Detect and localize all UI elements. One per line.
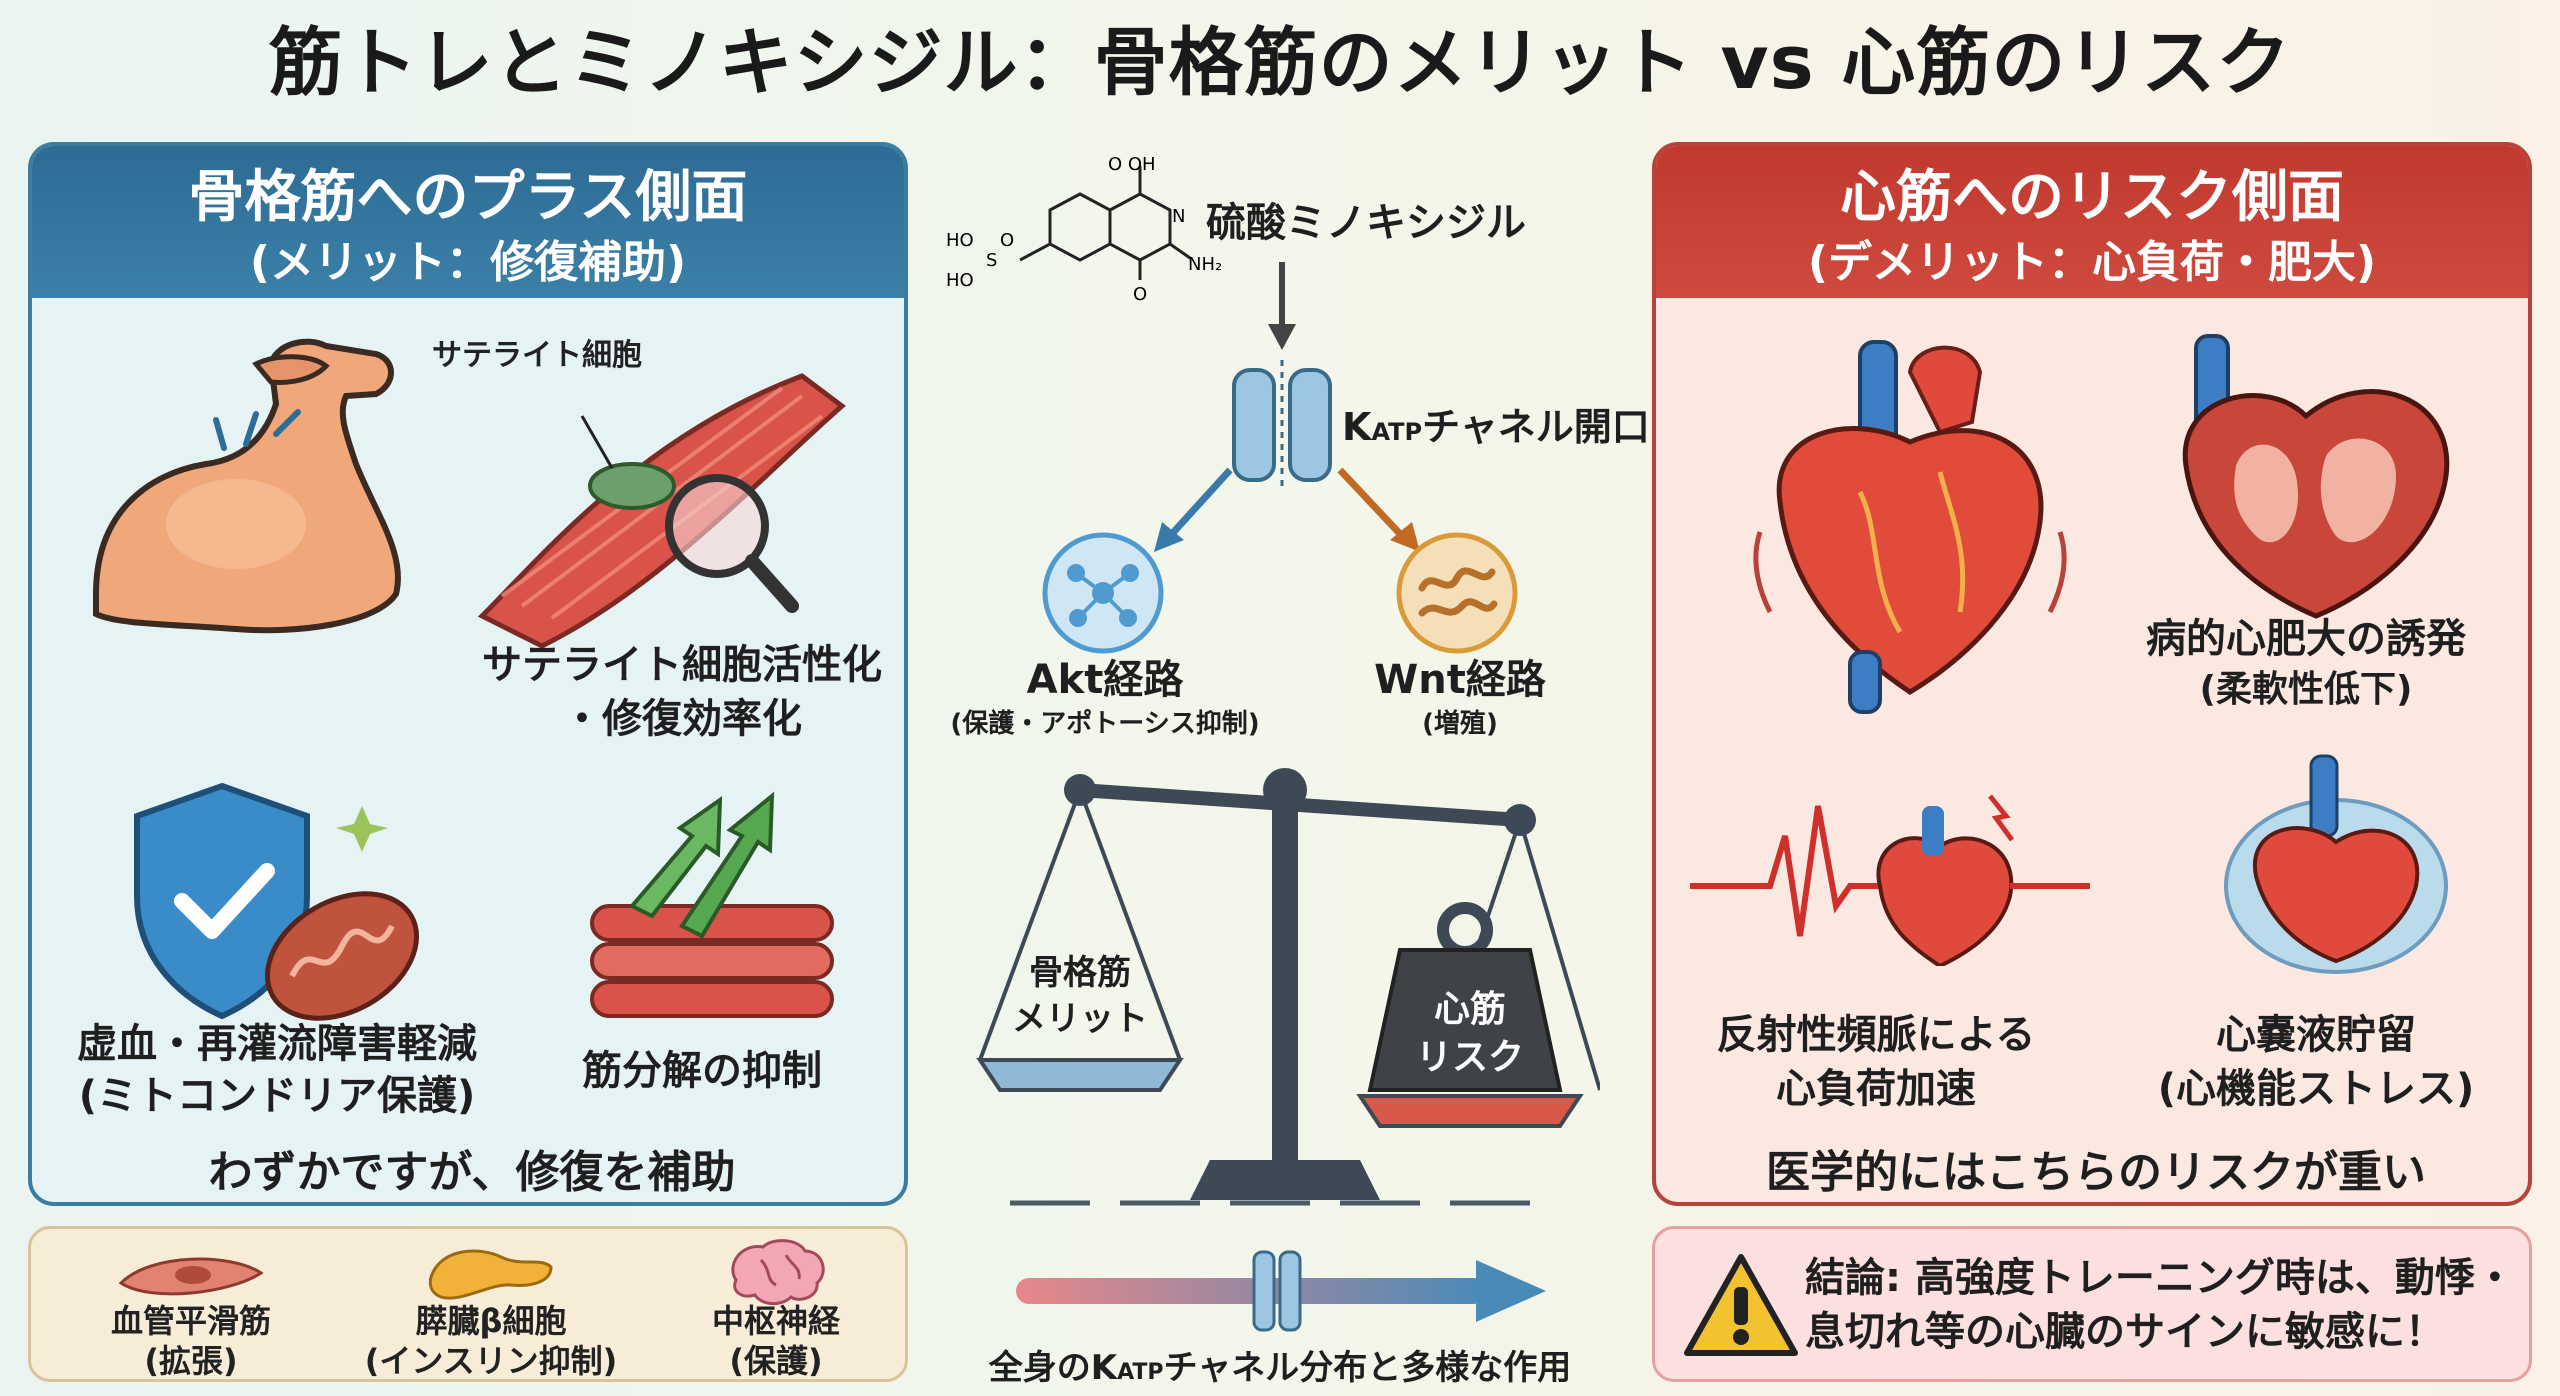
merit-pan-line1: 骨格筋 bbox=[1029, 953, 1131, 993]
catabolism-label: 筋分解の抑制 bbox=[582, 1048, 822, 1094]
distribution-arrow-icon bbox=[1016, 1250, 1546, 1332]
ischemia-line1: 虚血・再灌流障害軽減 bbox=[77, 1021, 477, 1067]
pancreas-line1: 膵臓β細胞 bbox=[415, 1302, 567, 1340]
heart-icon bbox=[1753, 340, 2067, 714]
tachycardia-line2: 心負荷加速 bbox=[1776, 1066, 1976, 1112]
satellite-callout: サテライト細胞 bbox=[432, 338, 642, 373]
tachycardia-ecg-icon bbox=[1690, 794, 2090, 966]
drug-name: 硫酸ミノキシジル bbox=[1206, 200, 1526, 246]
akt-title: Akt経路 bbox=[1026, 657, 1184, 703]
molecule-s: S bbox=[986, 250, 997, 271]
page-title: 筋トレとミノキシジル：骨格筋のメリット vs 心筋のリスク bbox=[268, 20, 2292, 106]
conclusion-text: 結論: 高強度トレーニング時は、動悸・ 息切れ等の心臓のサインに敏感に！ bbox=[1805, 1251, 2525, 1359]
risk-panel-header: 心筋へのリスク側面 (デメリット：心負荷・肥大) bbox=[1656, 146, 2528, 298]
conclusion-line2: 息切れ等の心臓のサインに敏感に！ bbox=[1805, 1309, 2445, 1355]
risk-subheading: (デメリット：心負荷・肥大) bbox=[1807, 237, 2377, 288]
akt-label: Akt経路 (保護・アポトーシス抑制) bbox=[920, 654, 1290, 742]
katp-k: K bbox=[1342, 405, 1372, 449]
akt-pathway-icon bbox=[1042, 532, 1164, 654]
risk-weight-label: 心筋 リスク bbox=[1370, 986, 1570, 1082]
distribution-sub: ATP bbox=[1117, 1360, 1164, 1385]
distribution-rest: チャネル分布と多様な作用 bbox=[1163, 1348, 1572, 1388]
risk-summary: 医学的にはこちらのリスクが重い bbox=[1766, 1147, 2426, 1198]
risk-heading: 心筋へのリスク側面 bbox=[1840, 165, 2344, 230]
molecule-cooh: O OH bbox=[1108, 154, 1156, 175]
effusion-label: 心嚢液貯留 (心機能ストレス) bbox=[2106, 1008, 2526, 1116]
wnt-title: Wnt経路 bbox=[1374, 657, 1546, 703]
effusion-line2: (心機能ストレス) bbox=[2157, 1066, 2475, 1112]
cns-line1: 中枢神経 bbox=[711, 1302, 840, 1340]
satellite-activation-label: サテライト細胞活性化 ・修復効率化 bbox=[452, 638, 904, 746]
satellite-activation-line2: ・修復効率化 bbox=[562, 696, 802, 742]
ischemia-label: 虚血・再灌流障害軽減 (ミトコンドリア保護) bbox=[42, 1018, 512, 1122]
molecule-nh2: NH₂ bbox=[1188, 254, 1222, 275]
merit-panel-header: 骨格筋へのプラス側面 (メリット：修復補助) bbox=[32, 146, 904, 298]
pancreas-line2: (インスリン抑制) bbox=[364, 1342, 618, 1380]
arrow-down-icon bbox=[1268, 262, 1296, 350]
ischemia-line2: (ミトコンドリア保護) bbox=[78, 1073, 476, 1119]
minoxidil-sulfate-structure-icon: O OH N NH₂ O HO HO S O bbox=[946, 154, 1222, 305]
merit-pan-line2: メリット bbox=[1012, 999, 1148, 1039]
dashed-divider bbox=[1010, 1200, 1550, 1206]
molecule-o: O bbox=[1133, 284, 1147, 305]
conclusion-line1: 結論: 高強度トレーニング時は、動悸・ bbox=[1805, 1255, 2515, 1301]
merit-subheading: (メリット：修復補助) bbox=[249, 237, 687, 288]
wnt-pathway-icon bbox=[1396, 532, 1518, 654]
merit-summary: わずかですが、修復を補助 bbox=[208, 1147, 736, 1198]
merit-heading: 骨格筋へのプラス側面 bbox=[188, 165, 748, 230]
risk-panel: 心筋へのリスク側面 (デメリット：心負荷・肥大) 病的心肥大の誘発 (柔軟性低下… bbox=[1652, 142, 2532, 1206]
effusion-line1: 心嚢液貯留 bbox=[2216, 1012, 2416, 1058]
katp-organs-box: 血管平滑筋 (拡張) 膵臓β細胞 (インスリン抑制) 中枢神経 (保護) bbox=[28, 1226, 908, 1382]
muscle-bundle-arrows-icon bbox=[590, 791, 834, 1018]
cns-line2: (保護) bbox=[729, 1342, 823, 1380]
merit-panel: 骨格筋へのプラス側面 (メリット：修復補助) サテライト細胞 サテライト細胞活性… bbox=[28, 142, 908, 1206]
warning-icon bbox=[1684, 1254, 1798, 1356]
wnt-subtitle: (増殖) bbox=[1422, 709, 1498, 739]
hypertrophy-line2: (柔軟性低下) bbox=[2199, 669, 2413, 710]
katp-rest: チャネル開口 bbox=[1422, 405, 1650, 449]
molecule-n: N bbox=[1172, 206, 1185, 227]
molecule-ho2: HO bbox=[946, 270, 974, 291]
risk-weight-line1: 心筋 bbox=[1433, 989, 1506, 1030]
risk-weight-line2: リスク bbox=[1415, 1037, 1524, 1078]
merit-pan-label: 骨格筋 メリット bbox=[975, 950, 1185, 1042]
hypertrophy-line1: 病的心肥大の誘発 bbox=[2146, 616, 2466, 662]
shield-mitochondria-icon bbox=[134, 782, 420, 1021]
molecule-o2: O bbox=[1000, 230, 1014, 251]
wnt-label: Wnt経路 (増殖) bbox=[1330, 654, 1590, 742]
cns-label: 中枢神経 (保護) bbox=[671, 1301, 881, 1381]
katp-channel-icon bbox=[1232, 360, 1332, 492]
tachycardia-label: 反射性頻脈による 心負荷加速 bbox=[1666, 1008, 2086, 1116]
hypertrophy-label: 病的心肥大の誘発 (柔軟性低下) bbox=[2096, 612, 2516, 714]
pancreas-icon bbox=[428, 1249, 553, 1300]
satellite-activation-line1: サテライト細胞活性化 bbox=[482, 642, 882, 688]
muscle-fiber-magnifier-icon bbox=[477, 373, 846, 649]
distribution-label: 全身のKATPチャネル分布と多様な作用 bbox=[960, 1340, 1600, 1389]
flexed-arm-icon bbox=[93, 338, 401, 634]
brain-icon bbox=[731, 1239, 825, 1305]
vascular-line2: (拡張) bbox=[144, 1342, 238, 1380]
conclusion-box: 結論: 高強度トレーニング時は、動悸・ 息切れ等の心臓のサインに敏感に！ bbox=[1652, 1226, 2532, 1382]
hypertrophy-heart-icon bbox=[2182, 334, 2450, 619]
molecule-ho1: HO bbox=[946, 230, 974, 251]
vascular-line1: 血管平滑筋 bbox=[110, 1302, 271, 1340]
akt-subtitle: (保護・アポトーシス抑制) bbox=[950, 709, 1260, 739]
katp-sub: ATP bbox=[1371, 418, 1423, 446]
branch-arrows-icon bbox=[1154, 467, 1420, 552]
vascular-label: 血管平滑筋 (拡張) bbox=[71, 1301, 311, 1381]
blood-vessel-icon bbox=[118, 1257, 264, 1296]
katp-channel-label: KATPチャネル開口 bbox=[1342, 396, 1650, 451]
balance-scale-icon bbox=[976, 768, 1600, 1200]
pericardial-effusion-icon bbox=[2224, 754, 2448, 974]
distribution-k: 全身のK bbox=[988, 1348, 1118, 1388]
pancreas-label: 膵臓β細胞 (インスリン抑制) bbox=[351, 1301, 631, 1381]
tachycardia-line1: 反射性頻脈による bbox=[1716, 1012, 2036, 1058]
